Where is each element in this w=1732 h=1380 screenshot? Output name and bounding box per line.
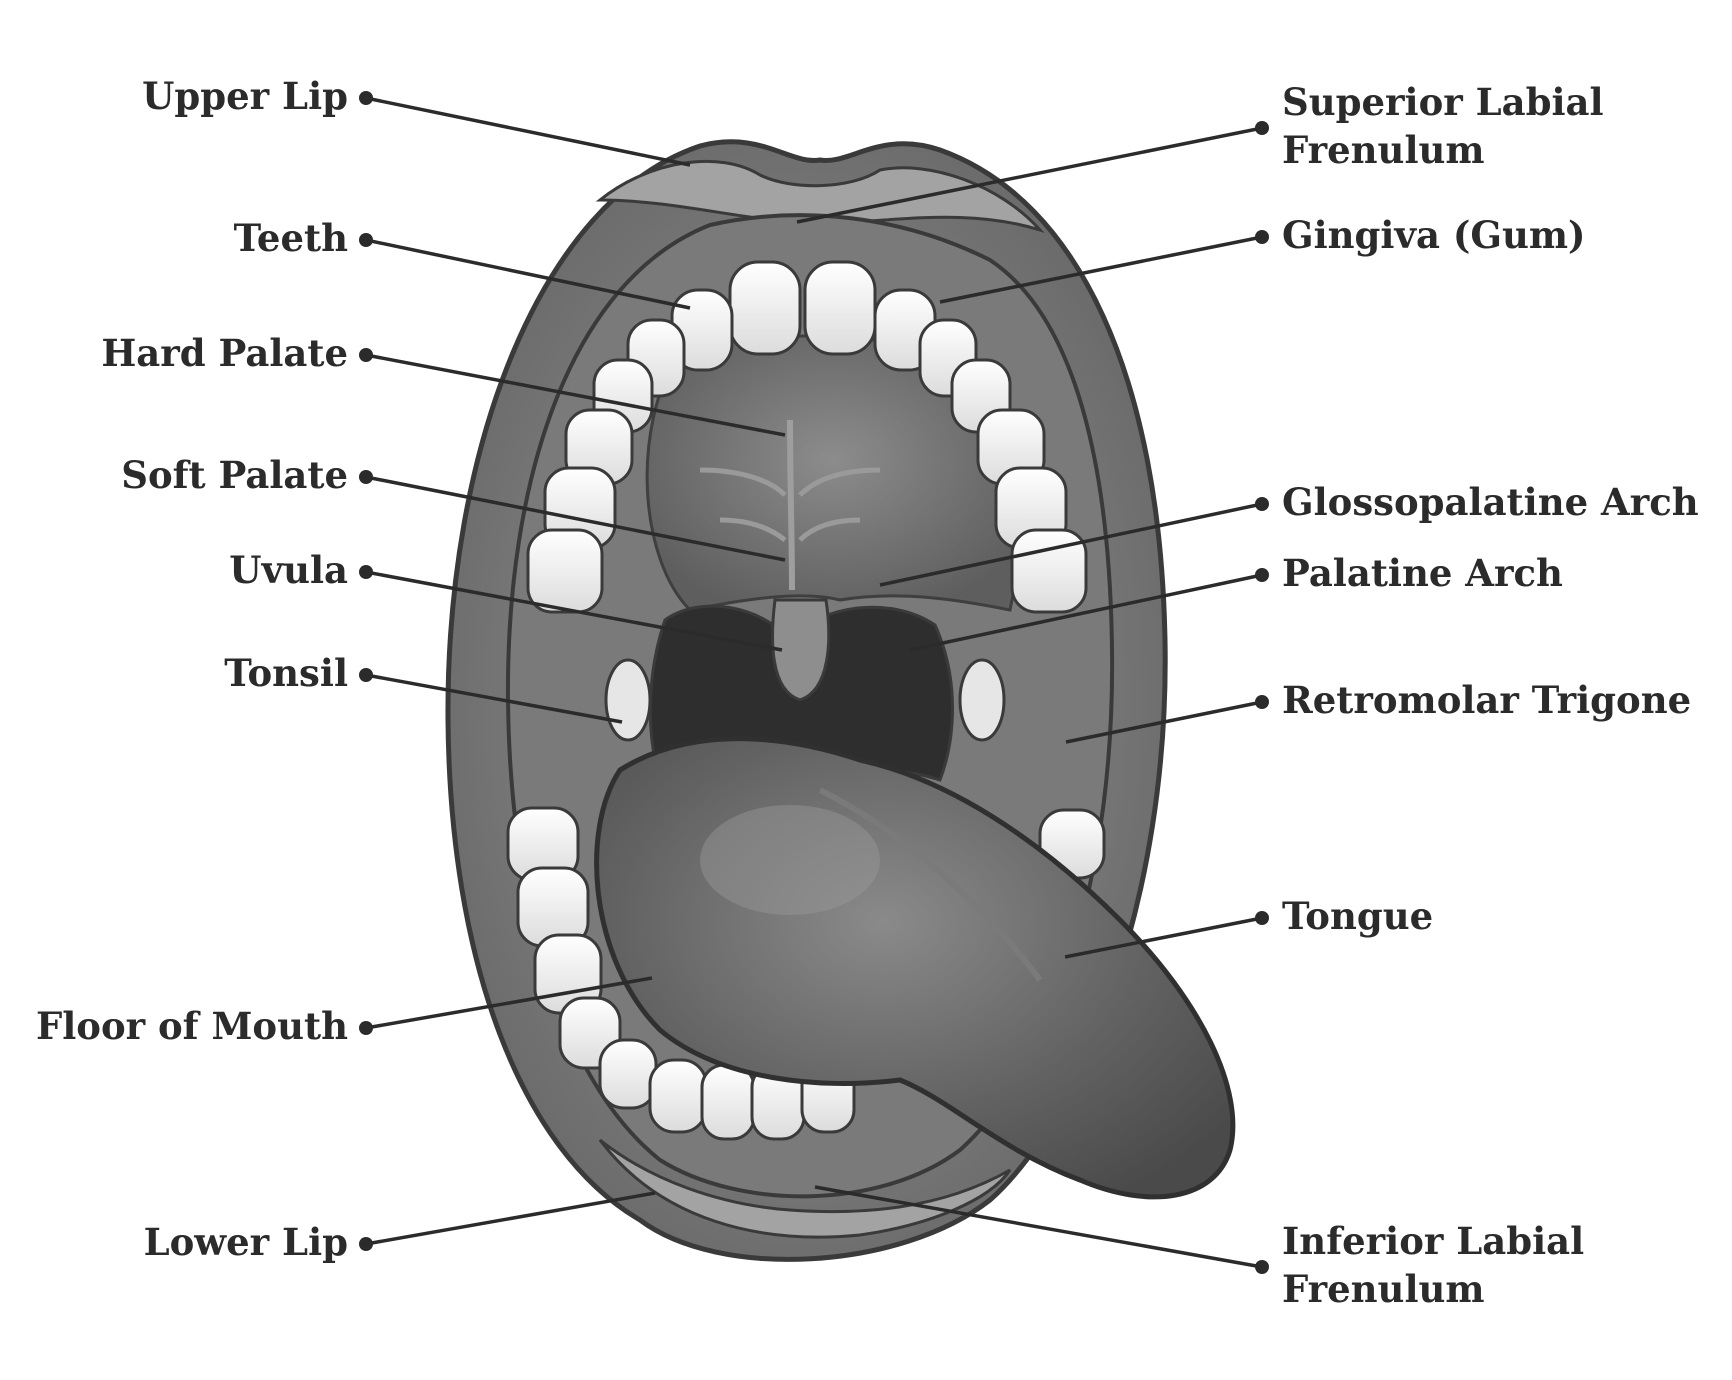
leader-lines <box>365 96 1263 1269</box>
tongue <box>594 736 1236 1200</box>
lower-teeth <box>506 806 1106 1141</box>
label-tongue: Tongue <box>1282 894 1434 938</box>
label-palatine-arch: Palatine Arch <box>1282 551 1563 595</box>
label-superior-labial-frenulum: Superior Labial Frenulum <box>1282 80 1604 172</box>
uvula <box>771 598 831 702</box>
tonsil-right <box>958 658 1006 742</box>
upper-teeth <box>526 260 1088 614</box>
label-floor-of-mouth: Floor of Mouth <box>35 1004 348 1048</box>
label-teeth: Teeth <box>233 216 348 260</box>
label-gingiva: Gingiva (Gum) <box>1282 213 1586 257</box>
label-retromolar-trigone: Retromolar Trigone <box>1282 678 1692 722</box>
label-soft-palate: Soft Palate <box>121 453 348 497</box>
label-tonsil: Tonsil <box>224 651 348 695</box>
palate-raphe <box>787 419 795 591</box>
label-hard-palate: Hard Palate <box>101 331 348 375</box>
label-glossopalatine-arch: Glossopalatine Arch <box>1282 480 1699 524</box>
leader-dots <box>359 91 1269 1274</box>
label-lower-lip: Lower Lip <box>143 1220 348 1264</box>
label-upper-lip: Upper Lip <box>142 74 348 118</box>
tongue-median-groove <box>818 787 1043 982</box>
label-inferior-labial-frenulum: Inferior Labial Frenulum <box>1282 1219 1585 1311</box>
label-uvula: Uvula <box>229 548 348 592</box>
tonsil-left <box>604 658 652 742</box>
lower-lip <box>598 1138 1012 1239</box>
